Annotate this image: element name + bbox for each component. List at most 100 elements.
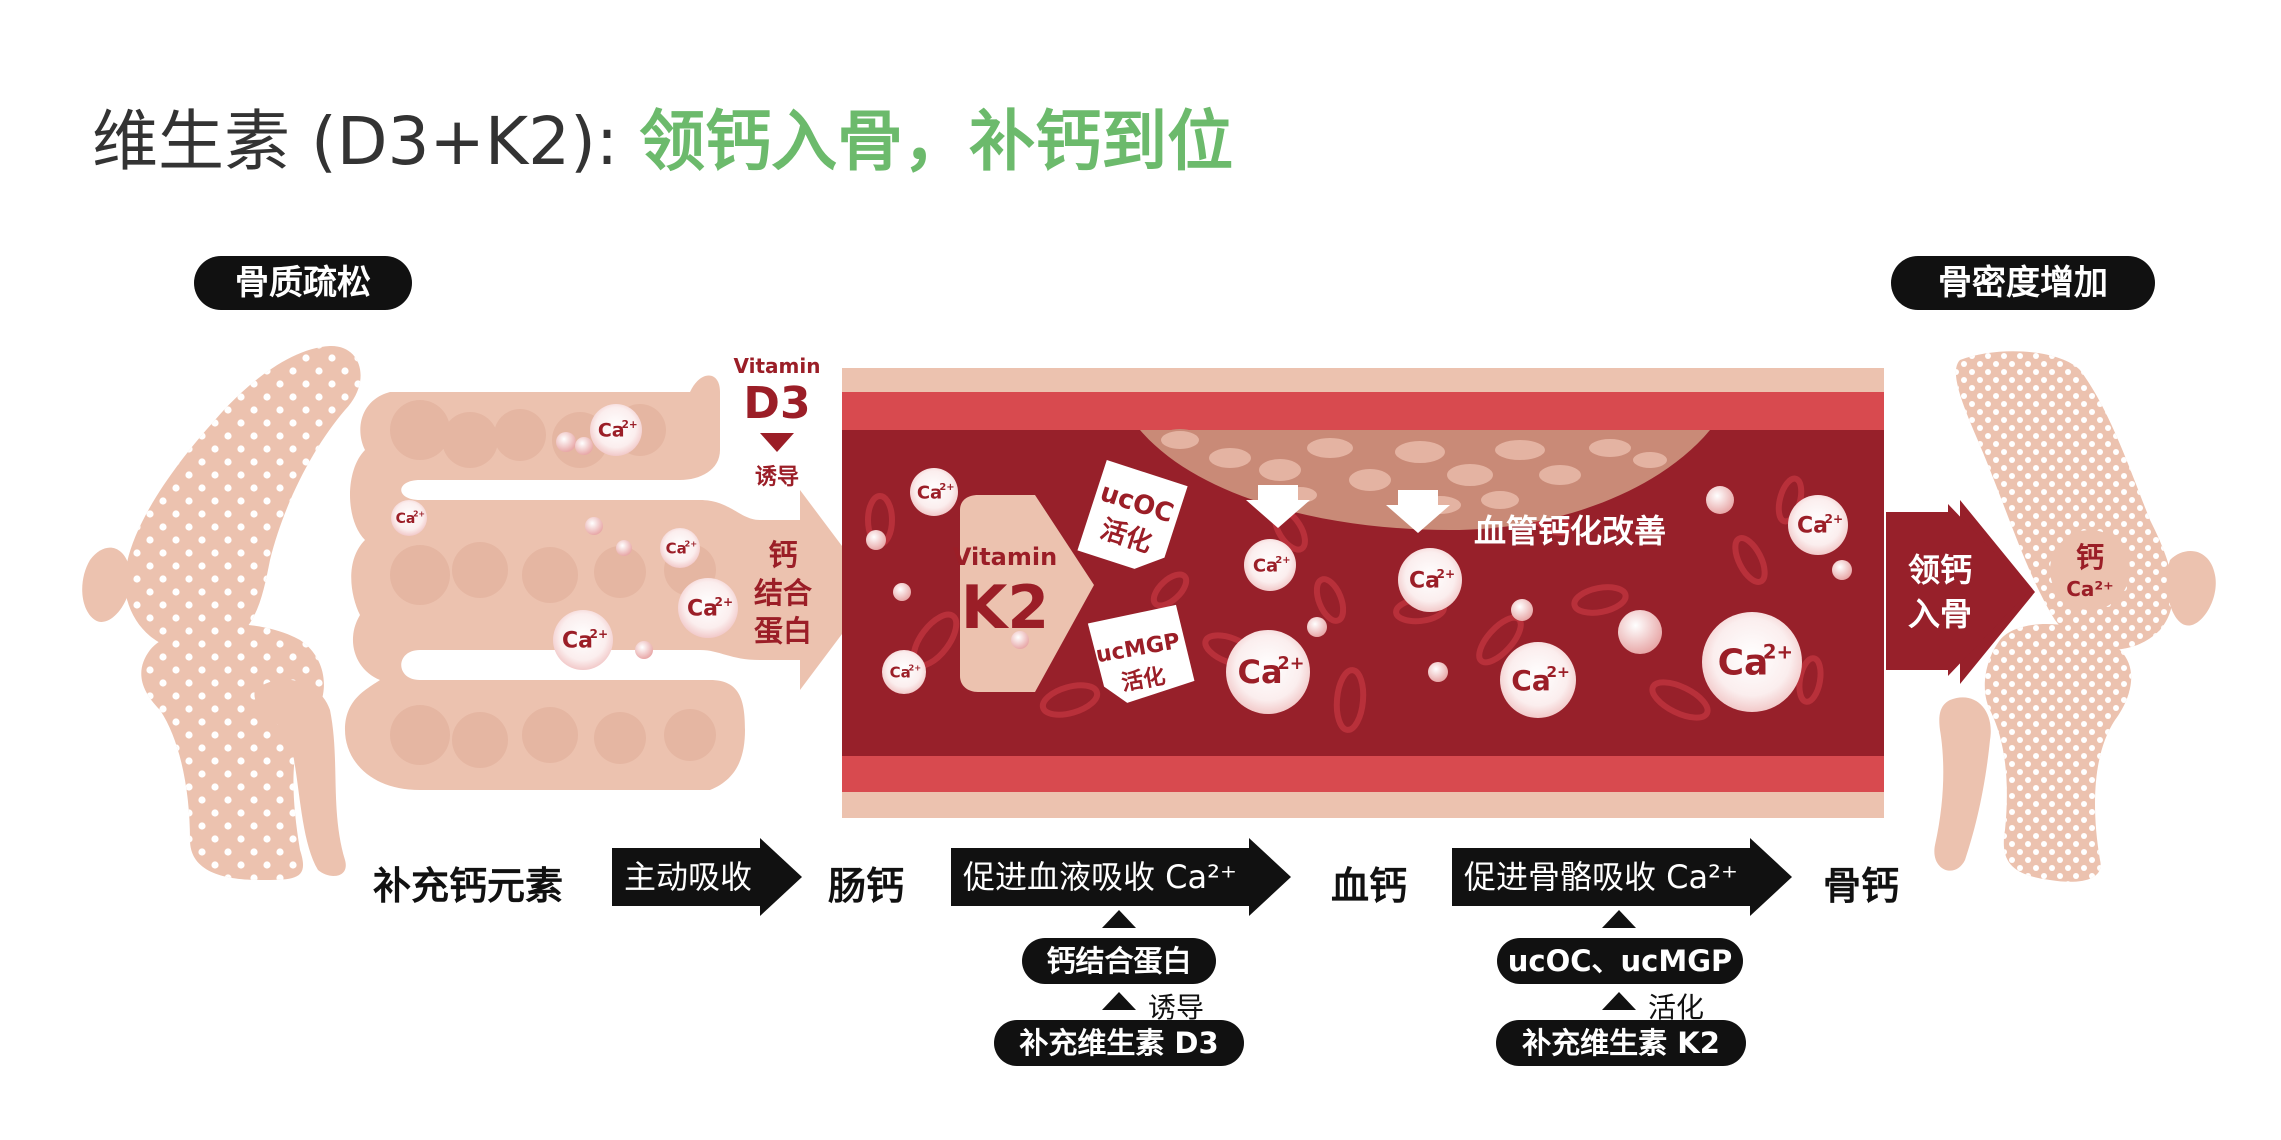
plaque-cell	[1207, 446, 1253, 470]
red-blood-cell	[1313, 576, 1347, 624]
ucmgp-activation-box: ucMGP 活化	[1087, 604, 1195, 703]
calcium-ion: Ca2+	[1226, 630, 1310, 714]
bubble	[893, 583, 911, 601]
calcium-ion-charge: 2+	[1278, 654, 1305, 674]
calcium-ion-charge: 2+	[1437, 567, 1456, 581]
bubble	[616, 540, 632, 556]
up-arrow-icon	[1102, 992, 1136, 1010]
calcium-ion-charge: 2+	[622, 419, 638, 431]
calcium-ion: Ca2+	[1788, 495, 1848, 555]
calcium-ion-charge: 2+	[715, 595, 734, 609]
bubble	[585, 517, 603, 535]
deposit-arrow-icon	[1386, 490, 1450, 533]
calcium-ion-circle	[1702, 612, 1802, 712]
vitamin-k2-marker: Vitamin K2	[953, 495, 1094, 692]
red-blood-cell	[1732, 535, 1768, 585]
red-blood-cell	[1571, 584, 1629, 616]
intestine-arrow-line-1: 钙	[768, 538, 797, 572]
flow-arrow-active-absorption: 主动吸收	[612, 838, 802, 916]
bubble	[1706, 486, 1734, 514]
calcium-ion: Ca2+	[553, 610, 613, 670]
calcium-ion-label: Ca	[1718, 643, 1769, 684]
red-blood-cell	[1796, 655, 1824, 705]
deposit-arrow-icon	[1246, 485, 1310, 528]
calcium-binding-protein-label: 钙 结合 蛋白	[754, 538, 812, 648]
calcium-ion: Ca2+	[1398, 548, 1462, 612]
bubble	[1618, 610, 1662, 654]
intestine-arrow-line-3: 蛋白	[754, 614, 812, 648]
bone-calcium-ion: Ca²⁺	[2066, 577, 2114, 601]
bone-calcium-spot	[2050, 530, 2130, 610]
plaque-cell	[1537, 463, 1583, 487]
flow-arrow-label: 促进骨骼吸收 Ca²⁺	[1452, 848, 1752, 906]
flow-arrow-bone-absorption: 促进骨骼吸收 Ca²⁺	[1452, 838, 1792, 916]
plaque-cell	[1587, 437, 1633, 459]
arrow-head-icon	[1249, 838, 1291, 916]
plaque-cell	[1159, 429, 1201, 451]
page-title: 维生素 (D3+K2): 领钙入骨，补钙到位	[92, 88, 1233, 184]
calcium-ion: Ca2+	[1244, 539, 1296, 591]
flow-arrow-label: 主动吸收	[612, 848, 762, 906]
vascular-calcification-label: 血管钙化改善	[1474, 512, 1666, 550]
bubble	[556, 432, 576, 452]
supplement-d3-box: 补充维生素 D3	[994, 1020, 1244, 1066]
calcium-ion: Ca2+	[391, 500, 427, 536]
calcium-ion-label: Ca	[1511, 664, 1550, 697]
calcium-ion-label: Ca	[1237, 653, 1282, 691]
calcium-ion-label: Ca	[1253, 555, 1278, 576]
red-blood-cell	[1150, 571, 1190, 609]
title-prefix: 维生素 (D3+K2):	[92, 103, 640, 180]
bubble	[1832, 560, 1852, 580]
calcium-ion: Ca2+	[882, 650, 926, 694]
calcium-ion-label: Ca	[666, 539, 687, 557]
calcium-binding-protein-box: 钙结合蛋白	[1022, 938, 1216, 984]
red-blood-cell	[1649, 679, 1711, 721]
calcium-ion-charge: 2+	[590, 627, 609, 641]
calcium-ion-circle	[553, 610, 613, 670]
calcium-ion: Ca2+	[1500, 642, 1576, 718]
flow-step-blood-calcium: 血钙	[1331, 864, 1408, 908]
calcium-ion-label: Ca	[562, 629, 593, 654]
bubble	[635, 641, 653, 659]
exit-arrow-line-2: 入骨	[1908, 595, 1972, 633]
calcium-ion: Ca2+	[910, 468, 958, 516]
vitamin-d3-word: Vitamin	[734, 354, 821, 378]
induce-label: 诱导	[1148, 991, 1205, 1024]
calcium-ion-circle	[1500, 642, 1576, 718]
calcium-ion-label: Ca	[1409, 569, 1440, 594]
intestine-arrow-line-2: 结合	[754, 576, 812, 610]
calcium-ion-circle	[391, 500, 427, 536]
exit-arrow-line-1: 领钙	[1908, 551, 1972, 589]
supplement-k2-box: 补充维生素 K2	[1496, 1020, 1746, 1066]
calcium-ion-charge: 2+	[1546, 663, 1570, 681]
activate-label: 活化	[1648, 991, 1705, 1024]
calcium-ion-charge: 2+	[1763, 640, 1793, 663]
vitamin-d3-action: 诱导	[755, 465, 799, 490]
calcium-ion-circle	[590, 404, 642, 456]
bone-density-badge: 骨密度增加	[1891, 256, 2155, 310]
healthy-knee-bone: 钙 Ca²⁺	[1934, 351, 2216, 882]
calcium-ion-circle	[882, 650, 926, 694]
plaque-cell	[1347, 467, 1393, 493]
calcium-ion-circle	[660, 528, 700, 568]
plaque-cell	[1257, 457, 1303, 483]
calcium-ion-label: Ca	[1797, 514, 1828, 539]
calcium-ion-circle	[1226, 630, 1310, 714]
plaque-cell	[1493, 438, 1547, 462]
calcium-ion-circle	[1244, 539, 1296, 591]
calcium-ion-circle	[1788, 495, 1848, 555]
calcium-ion-charge: 2+	[939, 482, 954, 493]
calcium-ion: Ca2+	[660, 528, 700, 568]
calcium-ion-label: Ca	[890, 663, 911, 681]
plaque-cell	[1445, 462, 1495, 488]
up-arrow-icon	[1602, 992, 1636, 1010]
osteoporosis-badge: 骨质疏松	[194, 256, 412, 310]
up-arrow-icon	[1102, 910, 1136, 928]
d3-down-arrow-icon	[760, 433, 794, 452]
arrow-head-icon	[1750, 838, 1792, 916]
ucoc-activation-box: ucOC 活化	[1077, 459, 1188, 569]
osteoporotic-knee-bone	[82, 345, 361, 880]
ucoc-ucmgp-box: ucOC、ucMGP	[1497, 938, 1743, 984]
flow-step-bone-calcium: 骨钙	[1823, 864, 1900, 908]
